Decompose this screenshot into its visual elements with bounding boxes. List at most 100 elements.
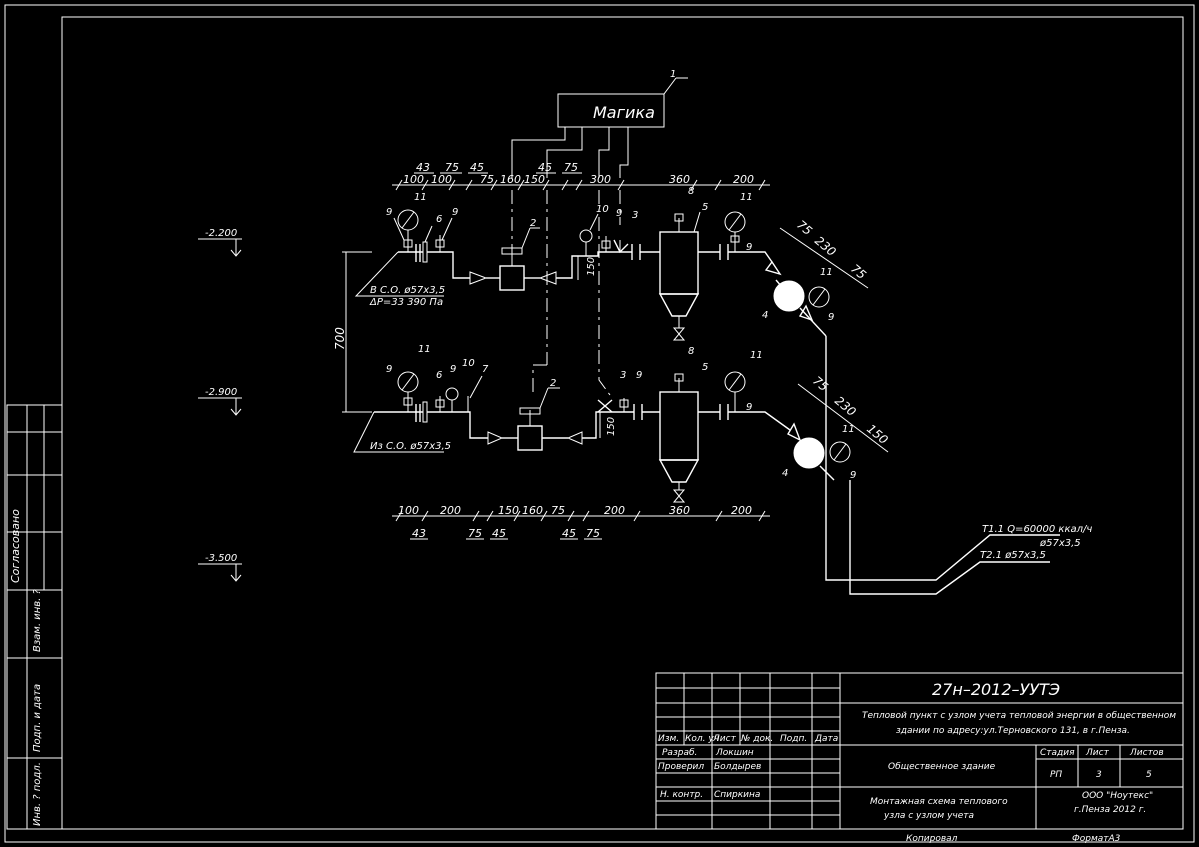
outgoing-pipes: Т1.1 Q=60000 ккал/ч ø57x3,5 Т2.1 ø57x3,5 — [825, 336, 1092, 595]
level-3: -3.500 — [205, 553, 237, 564]
callout-lower-9e: 9 — [850, 470, 856, 481]
callout-upper-9a: 9 — [386, 207, 392, 218]
top-dim-75b: 75 — [564, 161, 578, 174]
top-dim-100a: 100 — [403, 173, 424, 186]
top-dim-200: 200 — [733, 173, 754, 186]
sheets-value: 5 — [1146, 770, 1152, 780]
title-block: 27н–2012–УУТЭ Тепловой пункт с узлом уче… — [655, 672, 1184, 844]
supply-label: В С.О. ø57x3,5 — [370, 285, 445, 296]
side-stamp: Согласовано Инв. ? подл. Подп. и дата Вз… — [6, 404, 63, 830]
callout-upper-4: 4 — [762, 310, 768, 321]
agreed-label: Согласовано — [9, 509, 22, 583]
upper-vert-dim: 150 — [586, 257, 597, 276]
sheet-title-1: Монтажная схема теплового — [870, 797, 1008, 807]
level-1: -2.200 — [205, 228, 237, 239]
callout-upper-11a: 11 — [414, 192, 427, 203]
top-dim-43: 43 — [416, 161, 430, 174]
callout-upper-9e: 9 — [828, 312, 834, 323]
stage-value: РП — [1050, 770, 1062, 780]
callout-upper-8: 8 — [688, 186, 694, 197]
sheet-frame — [61, 16, 1184, 830]
top-dim-45b: 45 — [538, 161, 552, 174]
callout-lower-9b: 9 — [450, 364, 456, 375]
lower-vert-dim: 150 — [606, 417, 617, 436]
callout-upper-11c: 11 — [820, 267, 833, 278]
callout-lower-9d: 9 — [746, 402, 752, 413]
col-list: Лист — [712, 734, 737, 744]
callout-lower-8: 8 — [688, 346, 694, 357]
diag-dim-low-75: 75 — [810, 374, 831, 395]
callout-lower-4: 4 — [782, 468, 788, 479]
col-podp: Подп. — [780, 734, 807, 744]
razrab-name: Локшин — [715, 748, 754, 758]
sheet-title-2: узла с узлом учета — [883, 811, 974, 821]
top-dimension-chain: 43 75 45 45 75 100 100 75 160 150 300 36… — [392, 161, 770, 191]
sheet-label: Лист — [1085, 748, 1110, 758]
bot-dim-75a: 75 — [468, 527, 482, 540]
bot-dim-360: 360 — [669, 504, 690, 517]
col-kol: Кол. уч — [685, 734, 719, 744]
diag-dim-low-230: 230 — [832, 394, 859, 420]
bot-dim-160: 160 — [522, 504, 543, 517]
top-dim-45a: 45 — [470, 161, 484, 174]
callout-lower-9c: 9 — [636, 370, 642, 381]
callout-lower-11a: 11 — [418, 344, 431, 355]
level-marks: -2.200 -2.900 -3.500 — [198, 228, 242, 582]
nkontr-name: Спиркина — [714, 790, 760, 800]
supply-pipeline: 2 150 11 9 6 9 10 9 3 — [354, 186, 869, 341]
diag-dim-up-75b: 75 — [848, 262, 869, 283]
callout-lower-5: 5 — [702, 362, 708, 373]
supply-dp: ΔP=33 390 Па — [369, 297, 443, 308]
bot-dim-100: 100 — [398, 504, 419, 517]
inv-podl-label: Инв. ? подл. — [32, 762, 43, 826]
diag-dim-low-150: 150 — [864, 422, 891, 448]
height-dim-label: 700 — [333, 327, 347, 350]
callout-lower-6: 6 — [436, 370, 442, 381]
callout-upper-2: 2 — [530, 218, 536, 229]
top-dim-300: 300 — [590, 173, 611, 186]
bottom-dimension-chain: 100 200 150 160 75 200 360 200 43 75 45 … — [392, 504, 770, 540]
col-izm: Изм. — [658, 734, 679, 744]
callout-lower-7: 7 — [482, 364, 489, 375]
pipe-t1-size: ø57x3,5 — [1039, 538, 1081, 549]
bot-dim-200b: 200 — [604, 504, 625, 517]
bot-dim-43: 43 — [412, 527, 426, 540]
building-name: Общественное здание — [888, 762, 996, 772]
bot-dim-150: 150 — [498, 504, 519, 517]
top-dim-160: 160 — [500, 173, 521, 186]
col-ndok: № док. — [740, 734, 773, 744]
proveril-label: Проверил — [658, 762, 704, 772]
drawing-code: 27н–2012–УУТЭ — [932, 680, 1060, 699]
sheets-label: Листов — [1129, 748, 1164, 758]
callout-upper-6: 6 — [436, 214, 442, 225]
pipe-t1-label: Т1.1 Q=60000 ккал/ч — [982, 524, 1092, 535]
sign-date-label: Подп. и дата — [32, 684, 43, 752]
callout-upper-9c: 9 — [616, 208, 622, 219]
pipe-t2-label: Т2.1 ø57x3,5 — [980, 550, 1046, 561]
callout-lower-10: 10 — [462, 358, 475, 369]
callout-upper-5: 5 — [702, 202, 708, 213]
return-pipeline: 2 150 11 9 6 9 10 7 3 9 8 5 — [353, 344, 891, 503]
callout-lower-2: 2 — [550, 378, 556, 389]
callout-upper-3: 3 — [632, 210, 638, 221]
top-dim-150: 150 — [524, 173, 545, 186]
outer-sheet-border — [4, 4, 1195, 843]
diag-dim-up-230: 230 — [812, 234, 839, 260]
stage-label: Стадия — [1040, 748, 1075, 758]
format-label: ФорматА3 — [1072, 834, 1121, 844]
title-line-2: здании по адресу:ул.Терновского 131, в г… — [896, 726, 1130, 736]
col-data: Дата — [814, 734, 838, 744]
callout-upper-11b: 11 — [740, 192, 753, 203]
heat-calculator: Магика 1 — [511, 69, 688, 178]
top-dim-100b: 100 — [431, 173, 452, 186]
callout-upper-9b: 9 — [452, 207, 458, 218]
proveril-name: Болдырев — [714, 762, 761, 772]
top-dim-75c: 75 — [480, 173, 494, 186]
signal-cables — [511, 190, 621, 396]
bot-dim-200a: 200 — [440, 504, 461, 517]
copied-label: Копировал — [906, 834, 958, 844]
callout-lower-3: 3 — [620, 370, 626, 381]
razrab-label: Разраб. — [662, 748, 697, 758]
sheet-value: 3 — [1096, 770, 1102, 780]
